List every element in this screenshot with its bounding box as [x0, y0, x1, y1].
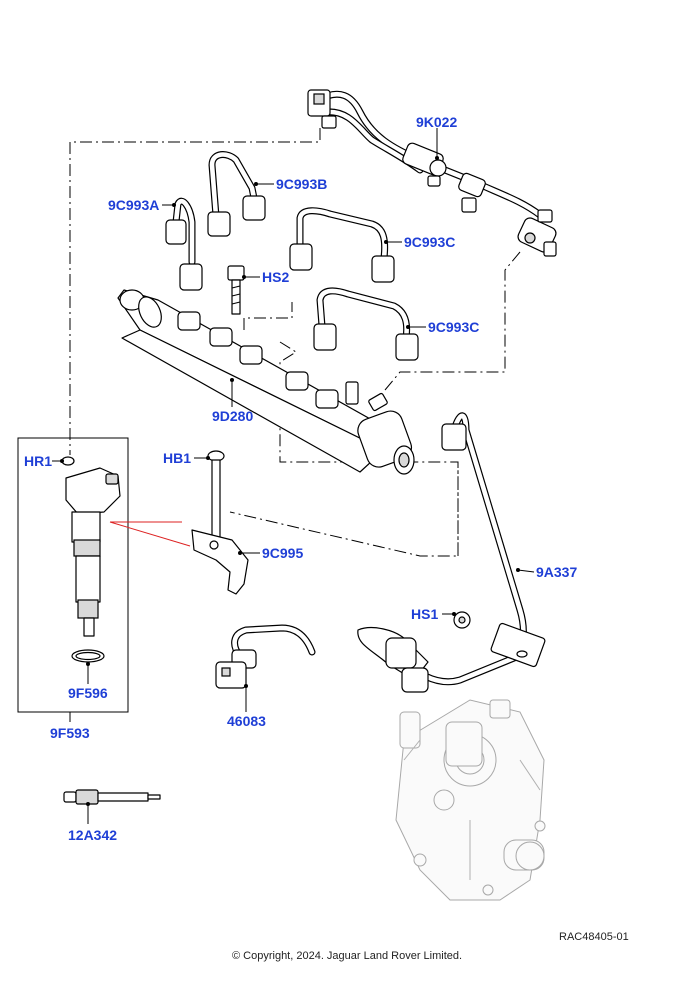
injector-pipe-9c993c-lower[interactable] [313, 287, 419, 361]
callout-9f596[interactable]: 9F596 [68, 685, 108, 701]
leader-lines [52, 128, 535, 824]
callout-hs2[interactable]: HS2 [262, 269, 289, 285]
copyright-notice: © Copyright, 2024. Jaguar Land Rover Lim… [232, 950, 463, 962]
injector-pipe-9c993b[interactable] [207, 151, 266, 237]
high-pressure-pump-ghost [395, 699, 546, 901]
sensor-harness[interactable] [215, 624, 316, 689]
fuel-return-manifold[interactable] [307, 89, 558, 257]
callout-9a337[interactable]: 9A337 [536, 564, 577, 580]
callout-hr1[interactable]: HR1 [24, 453, 52, 469]
injector-clamp[interactable] [109, 521, 249, 595]
injector-assembly-box [17, 437, 129, 713]
callout-9f593[interactable]: 9F593 [50, 725, 90, 741]
callout-9c993c-upper[interactable]: 9C993C [404, 234, 455, 250]
callout-46083[interactable]: 46083 [227, 713, 266, 729]
bolt-hs1[interactable] [453, 611, 471, 629]
injector[interactable] [61, 456, 121, 663]
injector-pipe-9c993c-upper[interactable] [289, 207, 395, 283]
glow-plug[interactable] [63, 789, 161, 805]
callout-hs1[interactable]: HS1 [411, 606, 438, 622]
fuel-rail[interactable] [117, 289, 415, 475]
diagram-reference: RAC48405-01 [559, 931, 629, 943]
callout-labels: 9K022 9C993B 9C993A 9C993C HS2 9C993C 9D… [24, 114, 577, 843]
callout-12a342[interactable]: 12A342 [68, 827, 117, 843]
callout-hb1[interactable]: HB1 [163, 450, 191, 466]
callout-9c993a[interactable]: 9C993A [108, 197, 159, 213]
bolt-hs2[interactable] [227, 265, 245, 315]
callout-9d280[interactable]: 9D280 [212, 408, 253, 424]
callout-9k022[interactable]: 9K022 [416, 114, 457, 130]
callout-9c993c-lower[interactable]: 9C993C [428, 319, 479, 335]
callout-9c995[interactable]: 9C995 [262, 545, 303, 561]
bolt-hb1[interactable] [207, 450, 225, 539]
fuel-pipe-9a337[interactable] [357, 412, 546, 693]
injector-pipe-9c993a[interactable] [165, 197, 203, 291]
callout-9c993b[interactable]: 9C993B [276, 176, 327, 192]
